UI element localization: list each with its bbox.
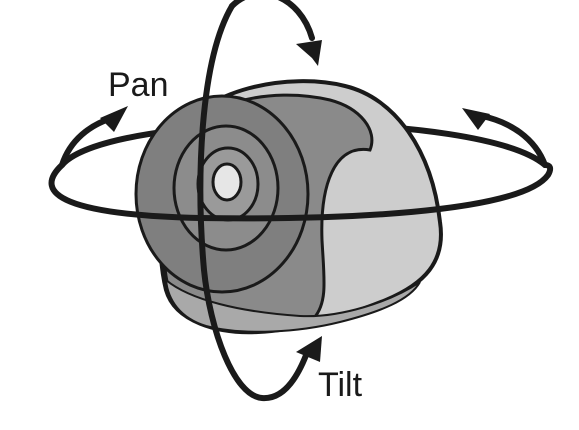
camera-base: [164, 277, 421, 333]
tilt-orbit-top: [229, 0, 315, 41]
tilt-label: Tilt: [318, 366, 363, 404]
tilt-orbit-front: [197, 3, 311, 402]
camera-body: [134, 79, 443, 335]
pan-label: Pan: [108, 66, 169, 104]
pan-orbit-front: [48, 162, 554, 222]
lens-center: [211, 162, 243, 202]
pan-arrow-right-stem: [479, 113, 548, 168]
pan-arrow-left-stem: [59, 115, 115, 168]
tilt-arrowhead-top: [296, 40, 322, 66]
tilt-arrowhead-bottom: [296, 336, 322, 362]
